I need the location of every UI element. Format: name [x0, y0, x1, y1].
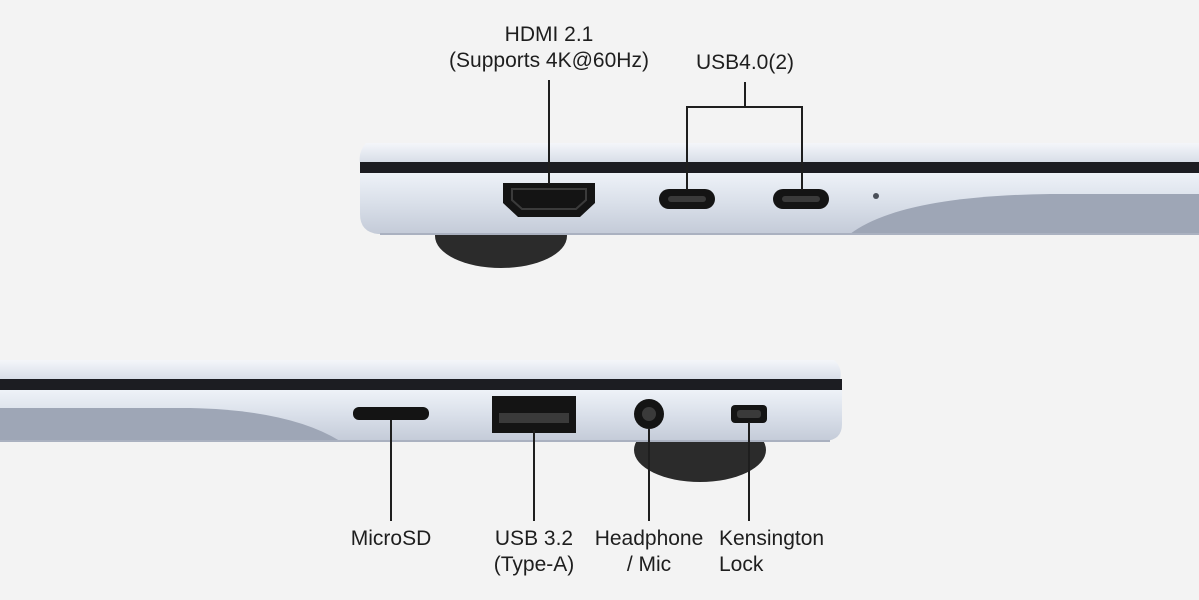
label-usb4: USB4.0(2) [665, 50, 825, 76]
base-shadow-bottom [0, 408, 340, 441]
label-kensington-line2: Lock [719, 553, 764, 576]
label-hdmi: HDMI 2.1 (Supports 4K@60Hz) [439, 22, 659, 74]
label-kensington: Kensington Lock [719, 526, 849, 578]
label-usb4-line1: USB4.0(2) [695, 51, 795, 74]
status-led-icon [873, 193, 879, 199]
lid-bottom [0, 360, 841, 380]
label-kensington-line1: Kensington [719, 527, 825, 550]
label-microsd: MicroSD [331, 526, 451, 552]
label-usb-a-line2: (Type-A) [493, 553, 575, 576]
label-headphone-line2: / Mic [626, 553, 672, 576]
label-microsd-line1: MicroSD [350, 527, 432, 550]
laptop-right-side [359, 143, 1199, 268]
label-usb-a-line1: USB 3.2 [494, 527, 574, 550]
seam-top [360, 162, 1199, 173]
base-shadow-top [850, 194, 1199, 234]
label-hdmi-line1: HDMI 2.1 [504, 23, 594, 46]
microsd-slot-icon [353, 407, 429, 420]
label-headphone-line1: Headphone [594, 527, 704, 550]
lid-top [359, 143, 1199, 163]
label-headphone: Headphone / Mic [584, 526, 714, 578]
seam-bottom [0, 379, 842, 390]
laptop-left-side [0, 360, 842, 482]
label-hdmi-line2: (Supports 4K@60Hz) [449, 49, 649, 72]
label-usb-a: USB 3.2 (Type-A) [464, 526, 604, 578]
leader-line-usb4 [686, 82, 803, 190]
